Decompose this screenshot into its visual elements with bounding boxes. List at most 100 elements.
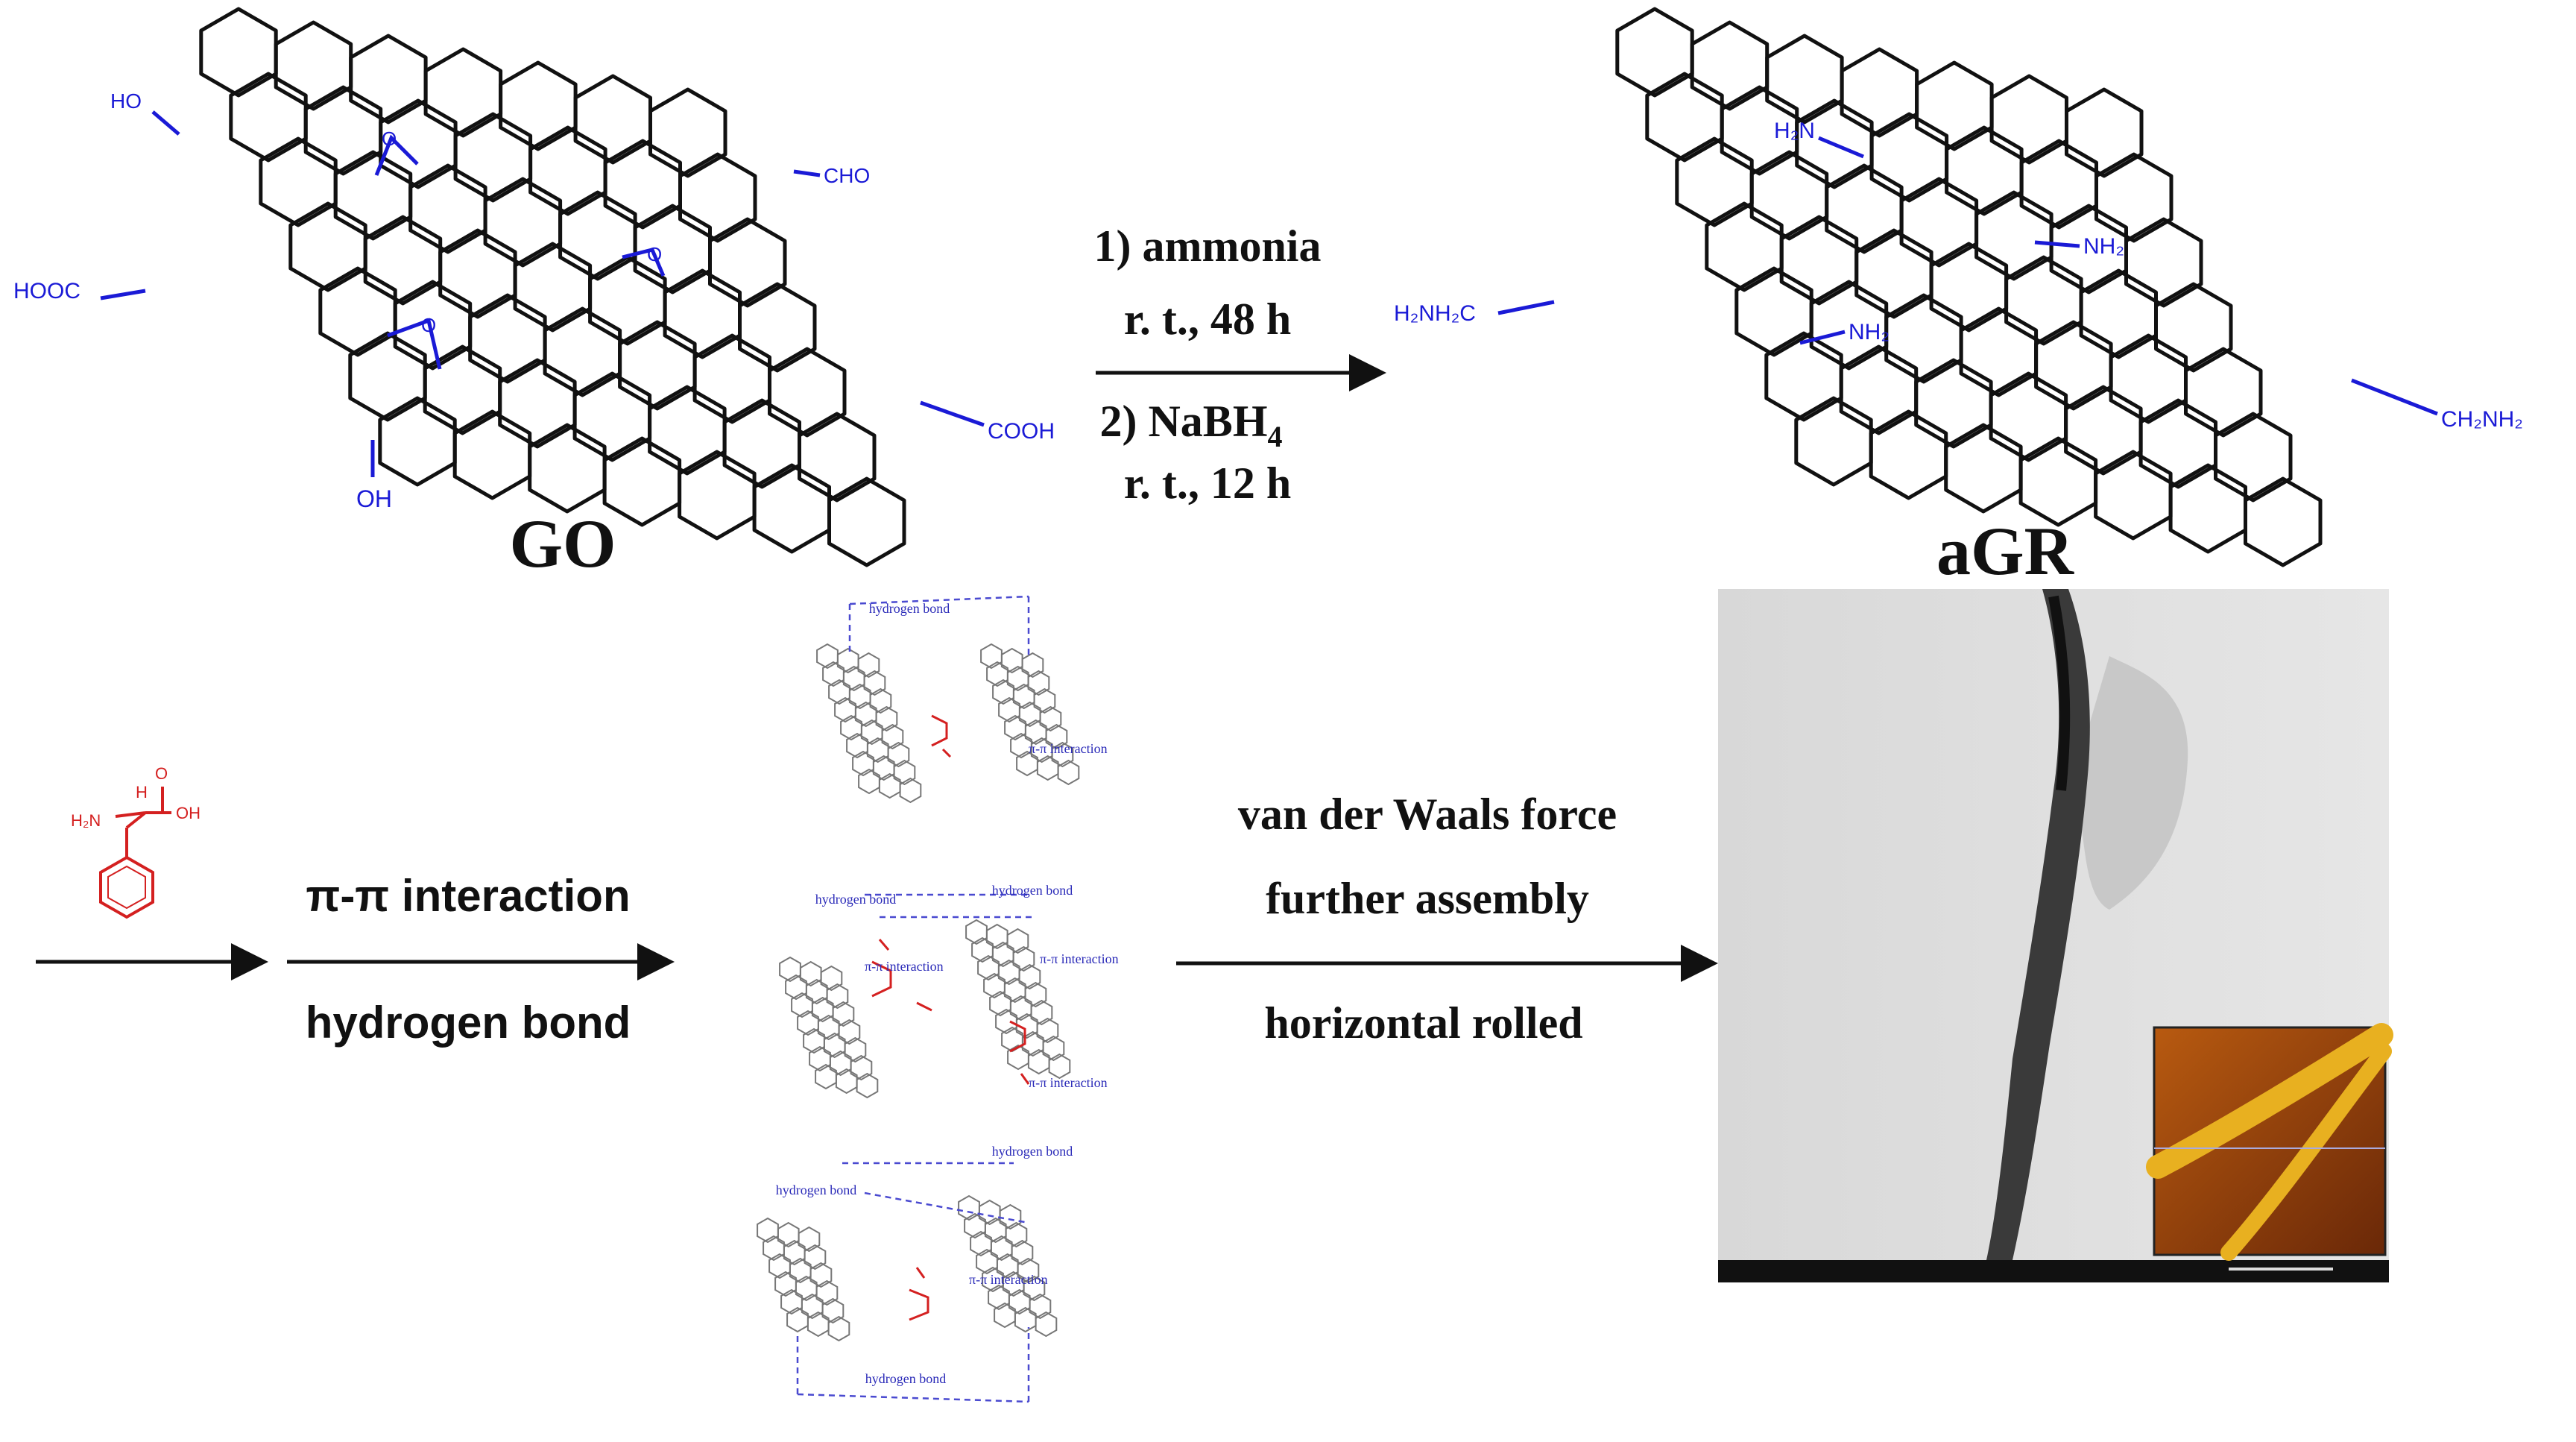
hb-top-lines xyxy=(848,595,1030,656)
go-ho-label: HO xyxy=(110,89,142,113)
lattice-ring xyxy=(1045,723,1068,750)
lattice-ring xyxy=(1615,7,1694,98)
lattice-ring xyxy=(1765,34,1844,125)
epoxy-3 xyxy=(387,318,442,370)
arrow2-top-label-2: further assembly xyxy=(1266,874,1589,923)
lattice-ring xyxy=(1959,306,2039,397)
lattice-ring xyxy=(543,306,622,397)
pi-2: π-π interaction xyxy=(865,959,944,974)
lattice-ring xyxy=(288,201,367,292)
arrow1-bottom-label: hydrogen bond xyxy=(306,998,631,1048)
go-structure xyxy=(199,7,906,567)
lattice-ring xyxy=(1840,47,1919,138)
graphene-sheet xyxy=(980,643,1080,786)
lattice-ring xyxy=(499,60,578,151)
graphene-sheet xyxy=(958,1194,1058,1338)
go-label: GO xyxy=(509,506,616,582)
lattice-ring xyxy=(1012,945,1035,972)
lattice-ring xyxy=(899,777,922,804)
lattice-ring xyxy=(1854,228,1933,319)
lattice-ring xyxy=(738,282,817,373)
lattice-ring xyxy=(1794,396,1873,487)
lattice-ring xyxy=(2109,333,2188,424)
cooh-bond xyxy=(920,400,985,427)
lattice-ring xyxy=(1048,1053,1071,1080)
arrow1-top-label: π-π interaction xyxy=(306,871,630,921)
lattice-ring xyxy=(1989,74,2068,165)
lattice-ring xyxy=(815,1279,839,1306)
agr-nh2-mid-bond xyxy=(2034,240,2080,248)
tem-rod-core xyxy=(2048,595,2071,791)
lattice-ring xyxy=(528,125,607,216)
lattice-ring xyxy=(2004,255,2083,346)
lattice-ring xyxy=(722,398,801,489)
afm-fiber-1 xyxy=(2146,1023,2393,1179)
lattice-ring xyxy=(2244,476,2323,567)
lattice-ring xyxy=(826,983,849,1010)
lattice-ring xyxy=(259,136,338,227)
lattice-ring xyxy=(618,320,697,411)
lattice-ring xyxy=(2034,320,2113,411)
graphene-sheet xyxy=(965,919,1071,1080)
lattice-ring xyxy=(2094,152,2174,243)
tem-scale-bar-strip xyxy=(1718,1260,2389,1282)
lattice-ring xyxy=(2138,398,2217,489)
lattice-ring xyxy=(2124,217,2203,308)
hb-mid-lines xyxy=(865,893,1036,919)
lattice-ring xyxy=(863,670,886,696)
hb-bottom: hydrogen bond xyxy=(865,1371,946,1386)
arrow2-bottom-label: horizontal rolled xyxy=(1264,998,1582,1048)
hb-bottom-lines xyxy=(796,1327,1030,1403)
lattice-ring xyxy=(2094,450,2173,541)
hooc-bond xyxy=(100,289,146,300)
epoxy-1 xyxy=(374,134,419,176)
lattice-ring xyxy=(1051,741,1074,768)
lattice-ring xyxy=(483,177,563,268)
lattice-ring xyxy=(838,1018,861,1045)
lattice-ring xyxy=(438,228,517,319)
lattice-ring xyxy=(274,20,353,111)
lattice-ring xyxy=(1023,1275,1046,1302)
lattice-ring xyxy=(1011,1239,1034,1266)
phe-ring-inner xyxy=(107,865,146,910)
hb-top: hydrogen bond xyxy=(869,601,950,616)
tem-sheet xyxy=(2072,656,2188,910)
lattice-ring xyxy=(844,1036,867,1063)
lattice-ring xyxy=(827,476,906,567)
lattice-ring xyxy=(827,1315,850,1342)
lattice-ring xyxy=(678,152,757,243)
lattice-ring xyxy=(2214,412,2293,503)
agr-nh2-low: NH₂ xyxy=(1849,320,1890,344)
lattice-ring xyxy=(378,396,457,487)
lattice-ring xyxy=(809,1262,833,1288)
lattice-ring xyxy=(2018,436,2098,527)
lattice-ring xyxy=(887,741,910,768)
lattice-ring xyxy=(1899,177,1979,268)
lattice-ring xyxy=(1030,999,1053,1026)
lattice-ring xyxy=(1036,755,1059,781)
lattice-ring xyxy=(199,7,278,98)
agr-ch2-right-bond xyxy=(2351,378,2438,416)
agr-nh2-top-bond xyxy=(1818,136,1864,159)
lattice-ring xyxy=(1039,705,1062,732)
step2-conditions: r. t., 12 h xyxy=(1124,459,1291,508)
pi-5: π-π interaction xyxy=(969,1272,1048,1287)
go-oh-label: OH xyxy=(356,485,392,512)
lattice-ring xyxy=(363,215,443,306)
lattice-ring xyxy=(768,1253,791,1279)
hb-low-lines xyxy=(842,1162,1029,1224)
lattice-ring xyxy=(1018,963,1041,990)
agr-functional-groups: H₂N NH₂ NH₂ H₂NH₂C CH₂NH₂ xyxy=(1394,119,2523,432)
agr-h2nh2c: H₂NH₂C xyxy=(1394,301,1476,326)
lattice-ring xyxy=(774,1271,797,1297)
lattice-ring xyxy=(1042,1035,1065,1062)
hb-mid: hydrogen bond xyxy=(776,1183,856,1197)
lattice-ring xyxy=(1945,125,2024,216)
phe-o: O xyxy=(155,764,168,783)
graphene-sheet xyxy=(816,643,922,804)
phe-ring xyxy=(99,855,154,919)
lattice-ring xyxy=(1017,1257,1040,1284)
lattice-ring xyxy=(832,1001,855,1027)
lattice-ring xyxy=(763,1235,785,1262)
lattice-ring xyxy=(893,759,916,786)
